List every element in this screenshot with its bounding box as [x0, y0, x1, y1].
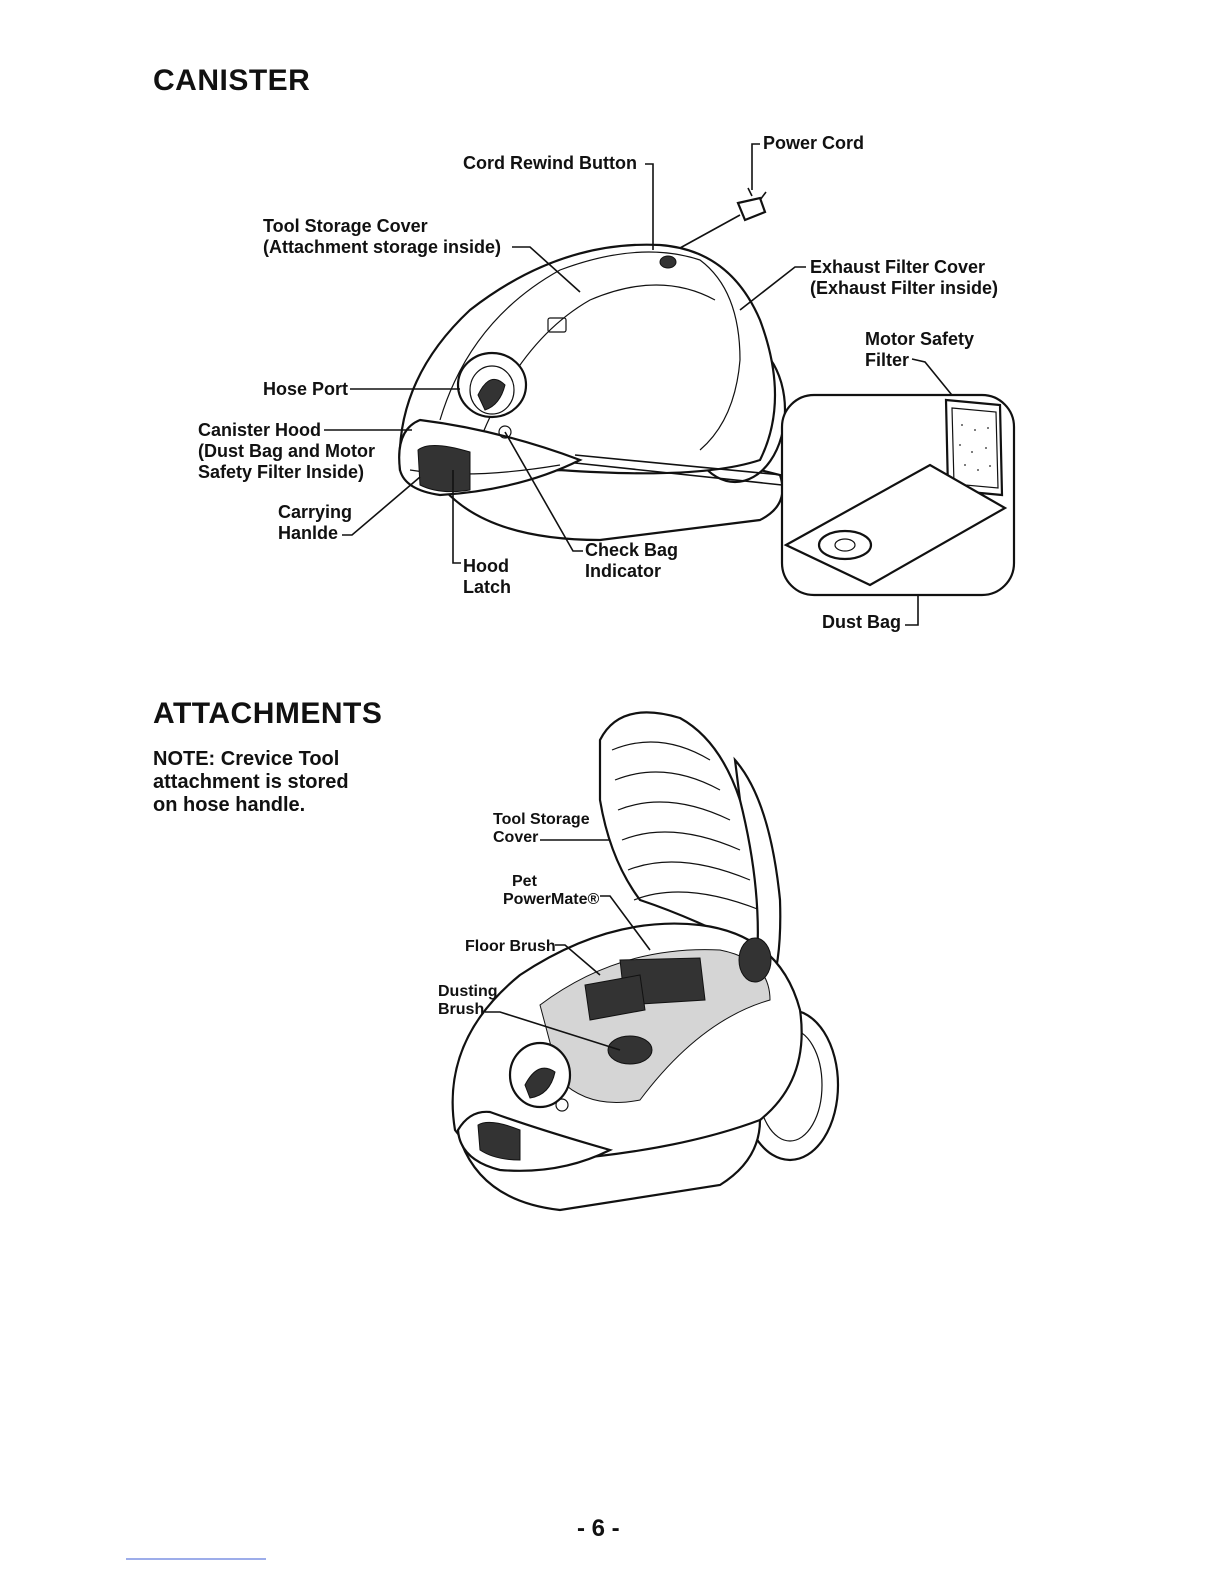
tool-storage-cover-note: (Attachment storage inside) — [263, 237, 501, 258]
canister-inset-box — [782, 395, 1014, 595]
motor-safety-filter-label-2: Filter — [865, 350, 909, 371]
carrying-handle-label: Carrying — [278, 502, 352, 523]
dust-bag-label: Dust Bag — [822, 612, 901, 633]
pet-powermate-label: Pet — [512, 873, 537, 891]
attachments-tool-storage-cover-label: Tool Storage — [493, 811, 590, 829]
check-bag-indicator-label-2: Indicator — [585, 561, 661, 582]
attachments-note: NOTE: Crevice Tool attachment is stored … — [153, 748, 349, 817]
cord-rewind-button-label: Cord Rewind Button — [463, 153, 637, 174]
dusting-brush-label-2: Brush — [438, 1001, 484, 1019]
attachments-note-line-1: NOTE: Crevice Tool — [153, 748, 349, 771]
canister-hood-label: Canister Hood — [198, 420, 321, 441]
attachments-note-line-3: on hose handle. — [153, 794, 349, 817]
page-number: - 6 - — [577, 1515, 620, 1543]
hood-latch-label-2: Latch — [463, 577, 511, 598]
hood-latch-label: Hood — [463, 556, 509, 577]
hose-port-label: Hose Port — [263, 379, 348, 400]
canister-heading: CANISTER — [153, 64, 310, 98]
attachments-vacuum-illustration — [453, 712, 838, 1210]
exhaust-filter-cover-note: (Exhaust Filter inside) — [810, 278, 998, 299]
power-cord-label: Power Cord — [763, 133, 864, 154]
motor-safety-filter-label: Motor Safety — [865, 329, 974, 350]
attachments-note-line-2: attachment is stored — [153, 771, 349, 794]
attachments-tool-storage-cover-label-2: Cover — [493, 829, 538, 847]
tool-storage-cover-label: Tool Storage Cover — [263, 216, 428, 237]
carrying-handle-label-2: Hanlde — [278, 523, 338, 544]
exhaust-filter-cover-label: Exhaust Filter Cover — [810, 257, 985, 278]
check-bag-indicator-label: Check Bag — [585, 540, 678, 561]
attachments-heading: ATTACHMENTS — [153, 697, 382, 731]
canister-hood-note-2: Safety Filter Inside) — [198, 462, 364, 483]
dusting-brush-label: Dusting — [438, 983, 498, 1001]
pet-powermate-label-2: PowerMate® — [503, 891, 599, 909]
canister-hood-note-1: (Dust Bag and Motor — [198, 441, 375, 462]
floor-brush-label: Floor Brush — [465, 938, 556, 956]
